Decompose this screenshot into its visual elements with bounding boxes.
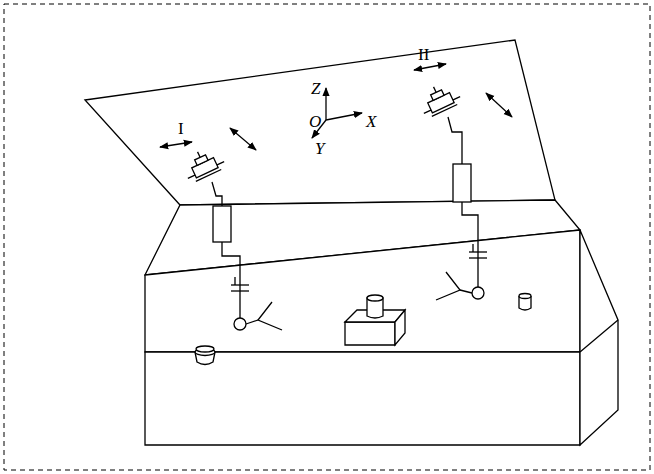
x-axis bbox=[326, 113, 362, 120]
dashed-frame bbox=[4, 4, 650, 470]
axis-label: Z bbox=[311, 80, 320, 97]
work-surface bbox=[145, 230, 580, 352]
workpiece bbox=[519, 294, 531, 311]
workpiece bbox=[345, 295, 405, 345]
axis-label: O bbox=[309, 113, 321, 130]
motion-arrow bbox=[160, 142, 192, 147]
axis-label: X bbox=[366, 113, 376, 130]
robot-arm bbox=[415, 78, 487, 300]
edge bbox=[580, 320, 618, 352]
arm-label: I bbox=[178, 120, 184, 137]
robot-arm bbox=[179, 143, 282, 330]
side-face bbox=[580, 230, 618, 445]
motion-arrow bbox=[486, 93, 512, 117]
top-face bbox=[85, 40, 555, 205]
motion-arrow bbox=[414, 64, 446, 70]
front-face bbox=[145, 352, 580, 445]
workpiece bbox=[195, 346, 215, 365]
motion-arrow bbox=[230, 128, 256, 150]
arm-label: II bbox=[418, 46, 429, 63]
z-axis bbox=[325, 88, 326, 120]
axis-label: Y bbox=[315, 140, 324, 157]
